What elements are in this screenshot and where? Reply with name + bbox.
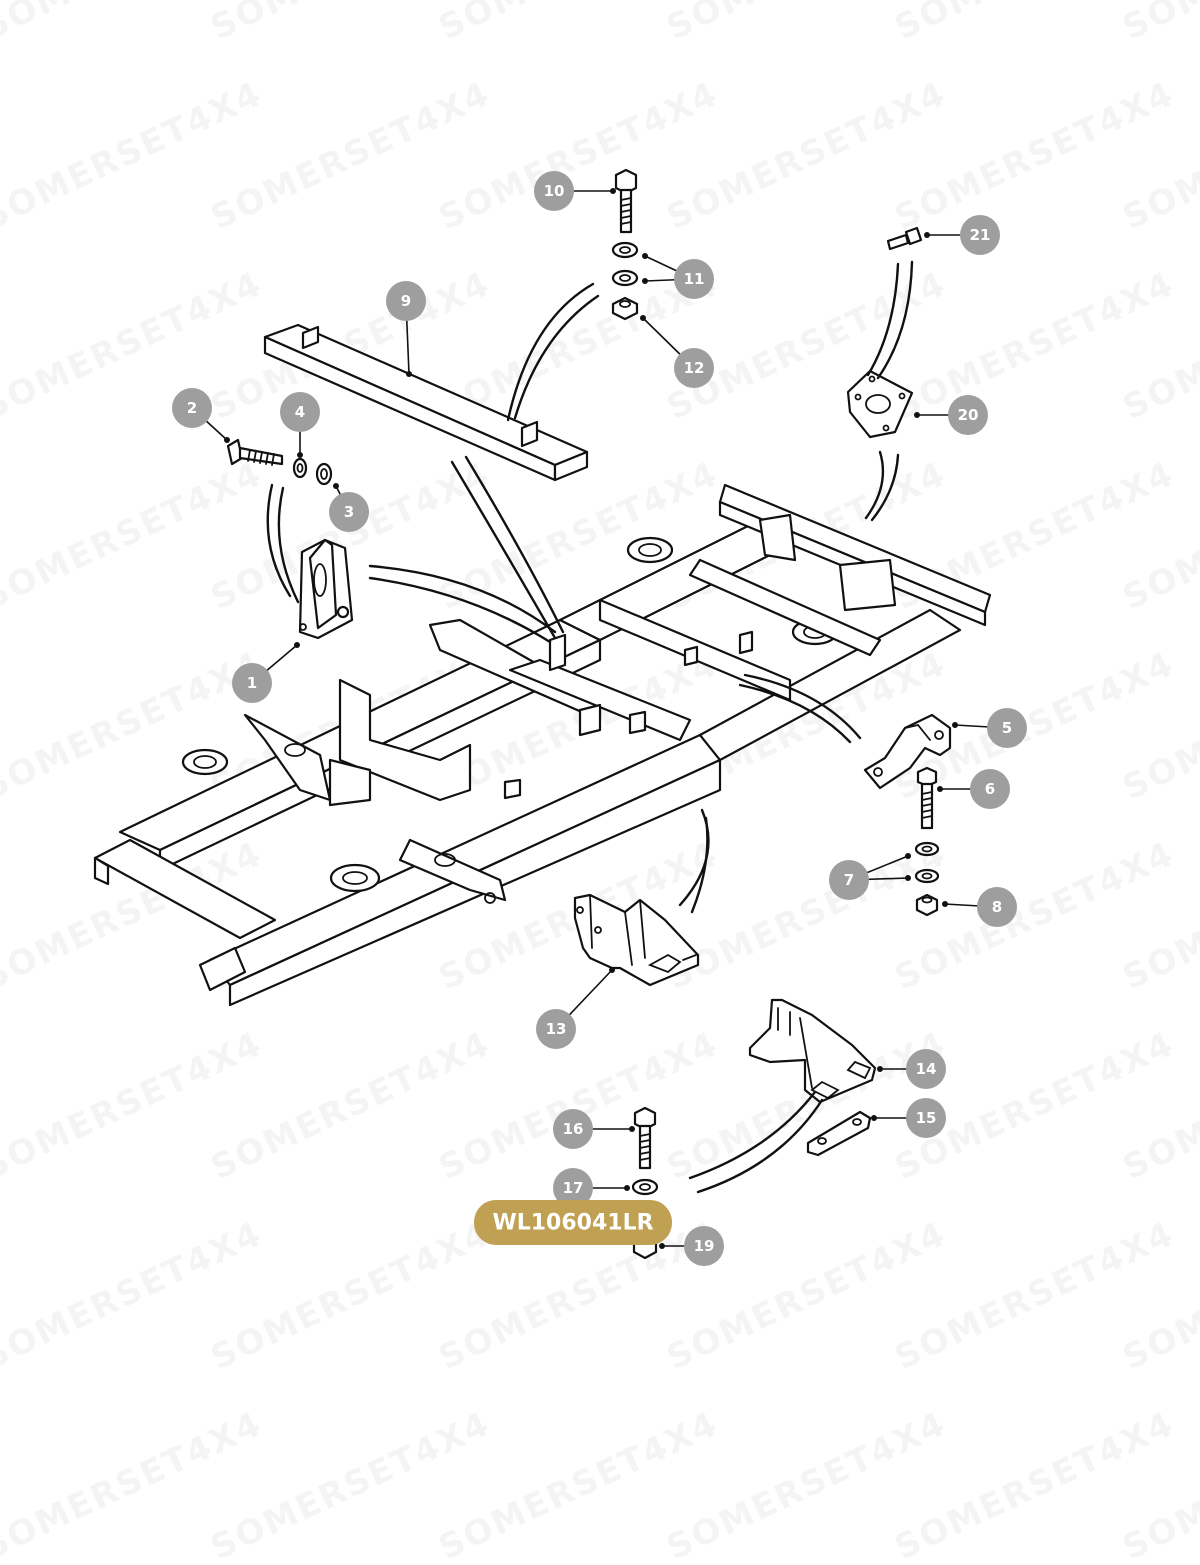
part-1-bracket	[298, 538, 354, 640]
svg-text:15: 15	[916, 1109, 937, 1127]
part-13-bracket	[573, 893, 700, 987]
svg-text:17: 17	[563, 1179, 584, 1197]
callout-badge-13: 13	[536, 1009, 576, 1049]
svg-text:21: 21	[970, 226, 991, 244]
callout-badge-10: 10	[534, 171, 574, 211]
callout-badge-4: 4	[280, 392, 320, 432]
watermark-text: SOMERSET4X4	[1117, 0, 1200, 48]
callout-badge-11: 11	[674, 259, 714, 299]
callout-badge-5: 5	[987, 708, 1027, 748]
svg-text:1: 1	[247, 674, 257, 692]
svg-text:5: 5	[1002, 719, 1012, 737]
part-10-bolt	[614, 168, 638, 234]
part-8-nut	[915, 893, 939, 917]
part-12-nut	[611, 296, 639, 321]
callout-badge-8: 8	[977, 887, 1017, 927]
part-5-strap	[863, 713, 952, 790]
svg-text:14: 14	[916, 1060, 937, 1078]
part-4-washer	[292, 457, 308, 479]
callout-badge-7: 7	[829, 860, 869, 900]
part-2-bolt	[226, 438, 284, 466]
svg-text:12: 12	[684, 359, 705, 377]
reference-code-badge: WL106041LR	[474, 1200, 672, 1245]
callout-badge-17: 17	[553, 1168, 593, 1208]
svg-text:13: 13	[546, 1020, 567, 1038]
svg-text:4: 4	[295, 403, 305, 421]
svg-text:3: 3	[344, 503, 354, 521]
callout-badge-16: 16	[553, 1109, 593, 1149]
part-3-nut	[315, 462, 333, 486]
part-15-plate	[806, 1110, 872, 1157]
svg-text:19: 19	[694, 1237, 715, 1255]
svg-text:8: 8	[992, 898, 1002, 916]
reference-code: WL106041LR	[492, 1211, 653, 1236]
svg-text:6: 6	[985, 780, 995, 798]
part-17-washer	[631, 1178, 659, 1196]
chassis-frame	[93, 483, 992, 1007]
part-9-crossmember	[263, 323, 589, 482]
svg-text:9: 9	[401, 292, 411, 310]
svg-text:10: 10	[544, 182, 565, 200]
callout-badge-12: 12	[674, 348, 714, 388]
svg-text:7: 7	[844, 871, 854, 889]
callout-badge-1: 1	[232, 663, 272, 703]
part-11-washers	[611, 241, 639, 287]
callout-badge-15: 15	[906, 1098, 946, 1138]
callout-badge-9: 9	[386, 281, 426, 321]
callout-badge-19: 19	[684, 1226, 724, 1266]
svg-text:16: 16	[563, 1120, 584, 1138]
assembly-lines	[266, 260, 914, 1194]
svg-text:20: 20	[958, 406, 979, 424]
callout-badge-3: 3	[329, 492, 369, 532]
callout-badge-21: 21	[960, 215, 1000, 255]
part-6-bolt	[916, 766, 938, 830]
svg-text:2: 2	[187, 399, 197, 417]
callout-badge-20: 20	[948, 395, 988, 435]
part-21-screw	[886, 226, 923, 251]
callout-badge-2: 2	[172, 388, 212, 428]
part-14-bracket	[748, 998, 877, 1104]
part-16-bolt	[633, 1106, 657, 1170]
callout-badge-6: 6	[970, 769, 1010, 809]
callout-badge-14: 14	[906, 1049, 946, 1089]
part-7-washers	[914, 841, 940, 884]
svg-text:11: 11	[684, 270, 705, 288]
part-20-flange-plate	[846, 369, 914, 439]
